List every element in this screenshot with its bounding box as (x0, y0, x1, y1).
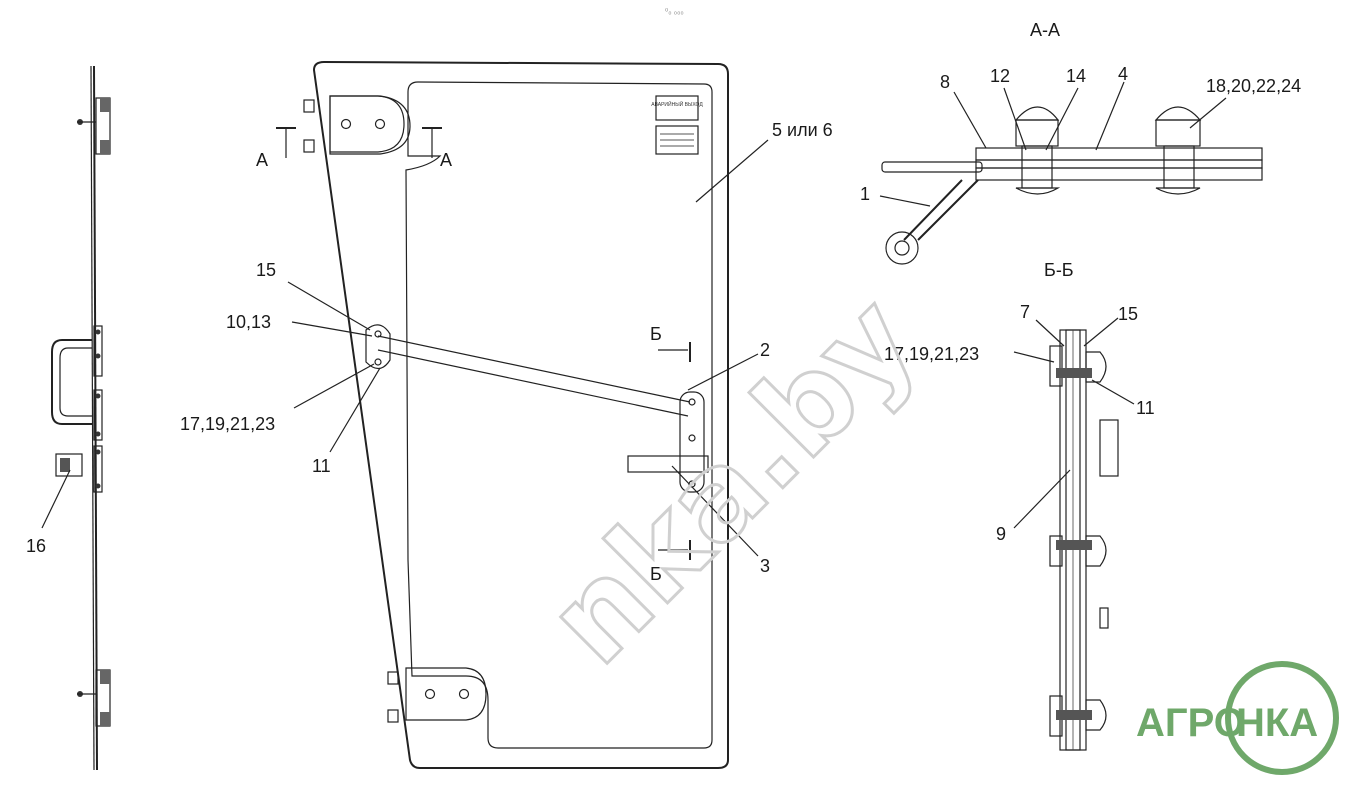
callout-7: 7 (1020, 302, 1030, 322)
callout-1: 1 (860, 184, 870, 204)
section-bb (1013, 317, 1135, 751)
logo-left-text: АГРО (1136, 701, 1245, 745)
callout-17-bb: 17,19,21,23 (884, 344, 979, 364)
cut-mark-b-bottom: Б (650, 564, 662, 584)
section-aa (879, 81, 1263, 265)
section-aa-title: А-А (1030, 20, 1060, 40)
section-bb-title: Б-Б (1044, 260, 1074, 280)
callout-2: 2 (760, 340, 770, 360)
callout-8: 8 (940, 72, 950, 92)
cut-mark-a-right: А (440, 150, 452, 170)
cut-mark-a-left: А (256, 150, 268, 170)
top-mark: ⁰₀ ₀₀₀ (665, 7, 684, 16)
door-front-view (276, 60, 769, 769)
callout-10-13: 10,13 (226, 312, 271, 332)
emergency-exit-plate: АВАРИЙНЫЙ ВЫХОД (651, 100, 703, 108)
callout-17-door: 17,19,21,23 (180, 414, 275, 434)
callout-18: 18,20,22,24 (1206, 76, 1301, 96)
callout-9: 9 (996, 524, 1006, 544)
callout-4: 4 (1118, 64, 1128, 84)
callout-15-door: 15 (256, 260, 276, 280)
callout-12: 12 (990, 66, 1010, 86)
callout-3: 3 (760, 556, 770, 576)
cut-mark-b-top: Б (650, 324, 662, 344)
logo-right-text: НКА (1236, 701, 1318, 745)
callout-5-6: 5 или 6 (772, 120, 833, 140)
callout-11-door: 11 (312, 456, 331, 476)
agronka-logo: АГРО НКА (1136, 661, 1339, 775)
callout-16: 16 (26, 536, 46, 556)
callout-15-bb: 15 (1118, 304, 1138, 324)
watermark-text: nka.by (522, 270, 943, 691)
side-view (41, 65, 111, 771)
callout-11-bb: 11 (1136, 398, 1155, 418)
callout-14: 14 (1066, 66, 1086, 86)
